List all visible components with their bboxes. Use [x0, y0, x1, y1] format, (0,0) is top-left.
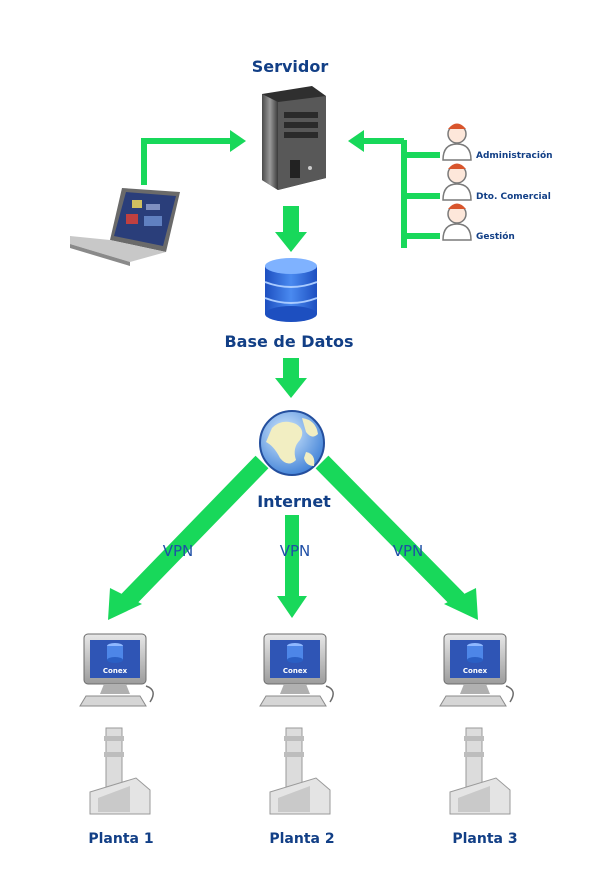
laptop-to-server-arrow: [141, 130, 246, 185]
vpn-arrow-left: [108, 455, 269, 620]
computer-icon: [79, 633, 154, 707]
screen-label: Conex: [103, 667, 128, 675]
internet-label: Internet: [257, 492, 331, 511]
plant-1-label: Planta 1: [88, 831, 153, 847]
server-label: Servidor: [252, 57, 329, 76]
database-icon: [264, 258, 318, 322]
computer-icon: [259, 633, 334, 707]
vpn-arrow-right: [315, 455, 478, 620]
users-to-server-arrow: [348, 130, 440, 248]
factory-icon: [89, 727, 151, 815]
database-to-internet-arrow: [275, 358, 307, 398]
factory-icon: [449, 727, 511, 815]
user-icon: [442, 203, 472, 241]
user-icon: [442, 123, 472, 161]
plant-3-label: Planta 3: [452, 831, 517, 847]
server-icon: [262, 86, 326, 190]
server-to-database-arrow: [275, 206, 307, 252]
factory-icon: [269, 727, 331, 815]
database-label: Base de Datos: [224, 332, 353, 351]
vpn-label-left: VPN: [163, 542, 194, 560]
vpn-arrow-center: [277, 515, 307, 618]
user-label-gestion: Gestión: [476, 231, 515, 242]
user-label-administracion: Administración: [476, 150, 553, 161]
user-icon: [442, 163, 472, 201]
vpn-label-right: VPN: [393, 542, 424, 560]
computer-icon: [439, 633, 514, 707]
screen-label: Conex: [283, 667, 308, 675]
globe-icon: [259, 410, 325, 476]
laptop-icon: [70, 188, 180, 266]
user-label-dto-comercial: Dto. Comercial: [476, 192, 551, 202]
plant-2-label: Planta 2: [269, 831, 334, 847]
vpn-label-center: VPN: [280, 542, 311, 560]
screen-label: Conex: [463, 667, 488, 675]
